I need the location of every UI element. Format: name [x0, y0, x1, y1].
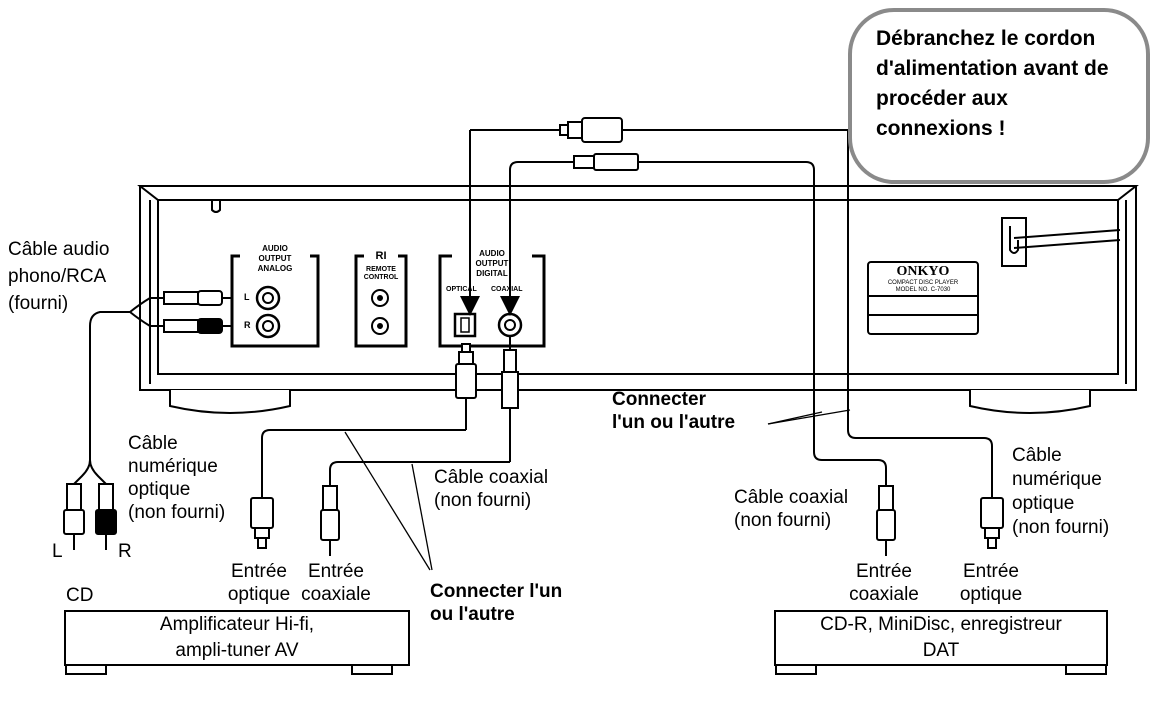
recorder-coaxial-input-label: Entrée coaxiale [836, 560, 932, 606]
in-coax-2: coaxiale [301, 584, 371, 605]
rec-line-1: CD-R, MiniDisc, enregistreur [820, 614, 1062, 635]
opt-left-3: optique [128, 479, 191, 500]
rca-label-2: phono/RCA [8, 266, 107, 287]
optical-jack[interactable] [453, 312, 477, 338]
player-feet [169, 390, 1091, 414]
digital-title-2: OUTPUT [475, 259, 509, 268]
analog-title-1: AUDIO [262, 244, 288, 253]
digital-title-1: AUDIO [479, 249, 505, 258]
coaxial-jack[interactable] [497, 312, 523, 338]
in-opt-r-1: Entrée [963, 561, 1019, 582]
digital-title-3: DIGITAL [476, 269, 508, 278]
either-left-2: ou l'autre [430, 604, 515, 625]
opt-left-4: (non fourni) [128, 502, 226, 523]
optical-cable-right [847, 130, 1004, 549]
analog-title: AUDIO OUTPUT ANALOG [232, 244, 318, 274]
rca-plug-r-end [95, 483, 117, 550]
rca-plug-l-end [63, 483, 85, 550]
coaxial-cable-right-label: Câble coaxial (non fourni) [734, 486, 848, 532]
channel-r-label: R [244, 320, 251, 330]
in-opt-1: Entrée [231, 561, 287, 582]
digital-output-section [438, 254, 546, 348]
optical-cable-left [250, 343, 477, 549]
device-feet [65, 664, 1107, 675]
optical-label: OPTICAL [446, 286, 477, 293]
power-cord [1001, 217, 1121, 267]
remote-control-section [354, 254, 408, 348]
opt-right-4: (non fourni) [1012, 517, 1110, 538]
leader-lines [344, 409, 851, 571]
in-coax-r-2: coaxiale [849, 584, 919, 605]
amp-coaxial-input-label: Entrée coaxiale [296, 560, 376, 606]
rca-label-1: Câble audio [8, 239, 110, 260]
ri-title: RI [375, 250, 387, 262]
optical-cable-right-label: Câble numérique optique (non fourni) [1012, 444, 1109, 540]
amp-optical-input-label: Entrée optique [214, 560, 304, 606]
opt-left-1: Câble [128, 433, 178, 454]
opt-left-2: numérique [128, 456, 218, 477]
recorder-optical-input-label: Entrée optique [946, 560, 1036, 606]
remote-control-label: REMOTE CONTROL [356, 266, 406, 282]
opt-right-3: optique [1012, 493, 1075, 514]
coax-right-1: Câble coaxial [734, 487, 849, 508]
brand-subtitle: COMPACT DISC PLAYER [887, 280, 959, 286]
plug-r-label: R [118, 541, 132, 562]
coaxial-cable-left-label: Câble coaxial (non fourni) [434, 466, 548, 512]
remote-jack-1[interactable] [371, 289, 389, 307]
rca-cable-label: Câble audio phono/RCA (fourni) [8, 238, 109, 315]
coax-left-2: (non fourni) [434, 490, 532, 511]
amplifier-box: Amplificateur Hi-fi, ampli-tuner AV [64, 610, 410, 666]
opt-right-2: numérique [1012, 469, 1102, 490]
coaxial-label: COAXIAL [491, 286, 523, 293]
coaxial-cable-left [320, 336, 519, 556]
in-coax-r-1: Entrée [856, 561, 912, 582]
rca-label-3: (fourni) [8, 293, 69, 314]
warning-line-1: Débranchez le cordon [876, 27, 1096, 50]
warning-bubble: Débranchez le cordon d'alimentation avan… [848, 8, 1150, 184]
coax-right-2: (non fourni) [734, 510, 832, 531]
amp-line-2: ampli-tuner AV [175, 640, 299, 661]
coaxial-cable-right [805, 161, 896, 556]
rec-line-2: DAT [922, 640, 960, 661]
model-plate [867, 261, 979, 335]
opt-right-1: Câble [1012, 445, 1062, 466]
brand-logo: ONKYO [896, 264, 950, 279]
analog-jack-l[interactable] [255, 285, 281, 311]
cd-label: CD [66, 585, 94, 606]
warning-line-3: procéder aux [876, 87, 1008, 110]
warning-line-4: connexions ! [876, 117, 1006, 140]
rca-audio-cable [73, 290, 232, 485]
analog-output-section [230, 254, 320, 348]
plug-l-label: L [52, 541, 63, 562]
cd-player-rear-panel [137, 185, 1139, 391]
digital-title: AUDIO OUTPUT DIGITAL [440, 249, 544, 279]
connect-either-left: Connecter l'un ou l'autre [430, 580, 562, 626]
amp-line-1: Amplificateur Hi-fi, [159, 614, 315, 635]
optical-plug-top [460, 117, 848, 316]
analog-title-3: ANALOG [257, 264, 293, 273]
analog-title-2: OUTPUT [258, 254, 292, 263]
either-mid-1: Connecter [612, 389, 706, 410]
remote-jack-2[interactable] [371, 317, 389, 335]
connect-either-mid: Connecter l'un ou l'autre [612, 388, 735, 434]
warning-line-2: d'alimentation avant de [876, 57, 1109, 80]
model-number: MODEL NO. C-7030 [895, 287, 951, 293]
analog-jack-r[interactable] [255, 313, 281, 339]
recorder-box: CD-R, MiniDisc, enregistreur DAT [774, 610, 1108, 666]
either-left-1: Connecter l'un [430, 581, 563, 602]
either-mid-2: l'un ou l'autre [612, 412, 736, 433]
channel-l-label: L [244, 292, 250, 302]
in-coax-1: Entrée [308, 561, 364, 582]
optical-cable-left-label: Câble numérique optique (non fourni) [128, 432, 225, 524]
in-opt-2: optique [227, 584, 291, 605]
coaxial-plug-top [500, 153, 806, 316]
in-opt-r-2: optique [959, 584, 1023, 605]
remote-label-1: REMOTE [366, 266, 396, 273]
coax-left-1: Câble coaxial [434, 467, 549, 488]
remote-label-2: CONTROL [363, 274, 399, 281]
